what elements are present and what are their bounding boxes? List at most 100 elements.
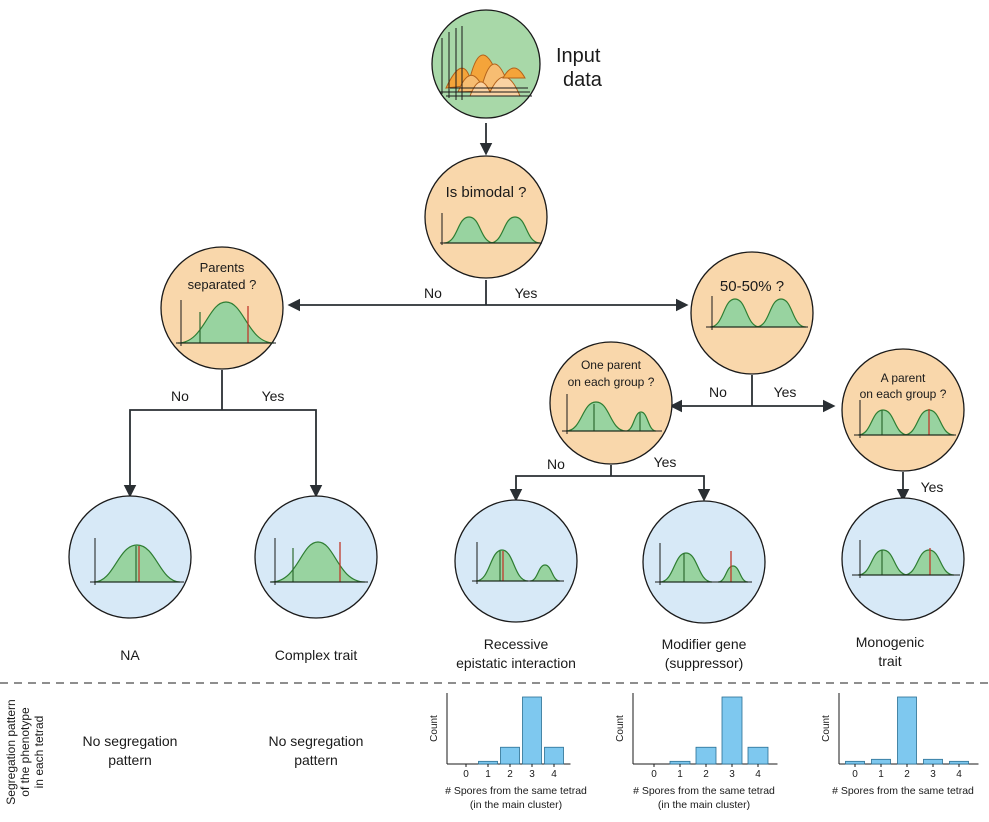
edge-label-yes: Yes bbox=[774, 384, 797, 400]
histogram-chart: Count 0 1 2 3 4 # Spores from the same tetrad (… bbox=[429, 693, 587, 811]
question-text: separated ? bbox=[188, 277, 257, 292]
question-text: Parents bbox=[200, 260, 245, 275]
bimodal-curve bbox=[709, 298, 807, 328]
arrow-oneparent-yes bbox=[611, 475, 711, 502]
question-text: on each group ? bbox=[860, 387, 947, 401]
x-tick-label: 4 bbox=[755, 769, 761, 780]
unimodal-curve bbox=[177, 301, 275, 344]
bimodal-curve bbox=[475, 549, 561, 582]
edge-label-yes: Yes bbox=[921, 479, 944, 495]
x-tick-label: 2 bbox=[703, 769, 709, 780]
histogram-bar bbox=[923, 758, 943, 765]
input-node bbox=[431, 9, 541, 119]
result-node-monogenic bbox=[841, 497, 965, 621]
side-label-line: in each tetrad bbox=[32, 716, 46, 789]
arrow-oneparent-no bbox=[509, 475, 611, 502]
histogram-bar bbox=[721, 696, 743, 765]
question-text: One parent bbox=[581, 358, 642, 372]
edge-label-no: No bbox=[547, 456, 565, 472]
result-node-na bbox=[68, 495, 192, 619]
bimodal-curve bbox=[659, 552, 749, 583]
edge-label-yes: Yes bbox=[654, 454, 677, 470]
arrow-parents-no bbox=[123, 409, 222, 498]
question-text: on each group ? bbox=[568, 375, 655, 389]
x-tick-label: 1 bbox=[485, 769, 491, 780]
result-node-complex bbox=[254, 495, 378, 619]
x-tick-label: 2 bbox=[507, 769, 513, 780]
result-label: Monogenic bbox=[856, 634, 925, 650]
y-axis-label: Count bbox=[821, 715, 832, 742]
x-axis-label: # Spores from the same tetrad bbox=[445, 785, 587, 797]
no-segregation-label: pattern bbox=[294, 752, 338, 768]
histogram-bar bbox=[747, 746, 769, 765]
result-label: NA bbox=[120, 647, 140, 663]
x-axis-label: # Spores from the same tetrad bbox=[633, 785, 775, 797]
x-tick-label: 0 bbox=[463, 769, 469, 780]
x-tick-label: 0 bbox=[651, 769, 657, 780]
result-label: (suppressor) bbox=[665, 655, 744, 671]
question-node-one-parent: One parent on each group ? bbox=[549, 341, 673, 465]
x-tick-label: 3 bbox=[930, 769, 936, 780]
x-tick-label: 4 bbox=[956, 769, 962, 780]
x-tick-label: 0 bbox=[852, 769, 858, 780]
question-node-bimodal: Is bimodal ? bbox=[424, 155, 548, 279]
edge-label-no: No bbox=[171, 388, 189, 404]
unimodal-curve bbox=[93, 544, 181, 583]
y-axis-label: Count bbox=[429, 715, 440, 742]
edge-label-no: No bbox=[424, 285, 442, 301]
no-segregation-label: pattern bbox=[108, 752, 152, 768]
question-node-parents-separated: Parents separated ? bbox=[160, 246, 284, 370]
histogram-bar bbox=[871, 758, 891, 765]
result-label: Recessive bbox=[484, 636, 549, 652]
result-label: epistatic interaction bbox=[456, 655, 576, 671]
x-tick-label: 1 bbox=[878, 769, 884, 780]
histogram-bar bbox=[897, 696, 917, 765]
histogram-bar bbox=[478, 760, 498, 765]
bimodal-curve bbox=[565, 401, 657, 432]
histogram-bar bbox=[500, 746, 520, 765]
no-segregation-label: No segregation bbox=[83, 733, 178, 749]
result-node-modifier bbox=[642, 500, 766, 624]
question-node-a-parent: A parent on each group ? bbox=[841, 348, 965, 472]
result-label: Modifier gene bbox=[662, 636, 747, 652]
histogram-bar bbox=[544, 746, 564, 765]
histogram-bar bbox=[669, 760, 691, 765]
histogram-bar bbox=[522, 696, 542, 765]
x-tick-label: 2 bbox=[904, 769, 910, 780]
histogram-bar bbox=[845, 760, 865, 765]
histogram-bar bbox=[695, 746, 717, 765]
result-label: trait bbox=[878, 653, 901, 669]
input-data-illustration bbox=[440, 26, 532, 100]
histogram-bar bbox=[949, 760, 969, 765]
input-label: Input bbox=[556, 45, 601, 67]
x-tick-label: 3 bbox=[729, 769, 735, 780]
arrow-parents-yes bbox=[222, 409, 323, 498]
input-label: data bbox=[563, 69, 603, 91]
unimodal-curve bbox=[270, 541, 366, 583]
x-tick-label: 3 bbox=[529, 769, 535, 780]
connectors bbox=[123, 123, 910, 502]
question-text: 50-50% ? bbox=[720, 278, 784, 295]
x-axis-label: (in the main cluster) bbox=[470, 799, 562, 811]
result-node-recessive bbox=[454, 499, 578, 623]
no-segregation-label: No segregation bbox=[269, 733, 364, 749]
edge-label-yes: Yes bbox=[515, 285, 538, 301]
histogram-chart: Count 0 1 2 3 4 # Spores from the same tetrad bbox=[821, 693, 979, 797]
segregation-side-label: Segregation pattern of the phenotype in … bbox=[4, 699, 46, 804]
histogram-chart: Count 0 1 2 3 4 # Spores from the same tetrad (… bbox=[615, 693, 778, 811]
x-tick-label: 1 bbox=[677, 769, 683, 780]
edge-label-yes: Yes bbox=[262, 388, 285, 404]
x-axis-label: (in the main cluster) bbox=[658, 799, 750, 811]
side-label-line: of the phenotype bbox=[18, 707, 32, 797]
question-node-fifty-fifty: 50-50% ? bbox=[690, 251, 814, 375]
bimodal-curve bbox=[443, 216, 541, 244]
x-axis-label: # Spores from the same tetrad bbox=[832, 785, 974, 797]
x-tick-label: 4 bbox=[551, 769, 557, 780]
result-label: Complex trait bbox=[275, 647, 358, 663]
question-text: A parent bbox=[881, 371, 926, 385]
y-axis-label: Count bbox=[615, 715, 626, 742]
edge-label-no: No bbox=[709, 384, 727, 400]
side-label-line: Segregation pattern bbox=[4, 699, 18, 804]
question-text: Is bimodal ? bbox=[446, 184, 527, 201]
